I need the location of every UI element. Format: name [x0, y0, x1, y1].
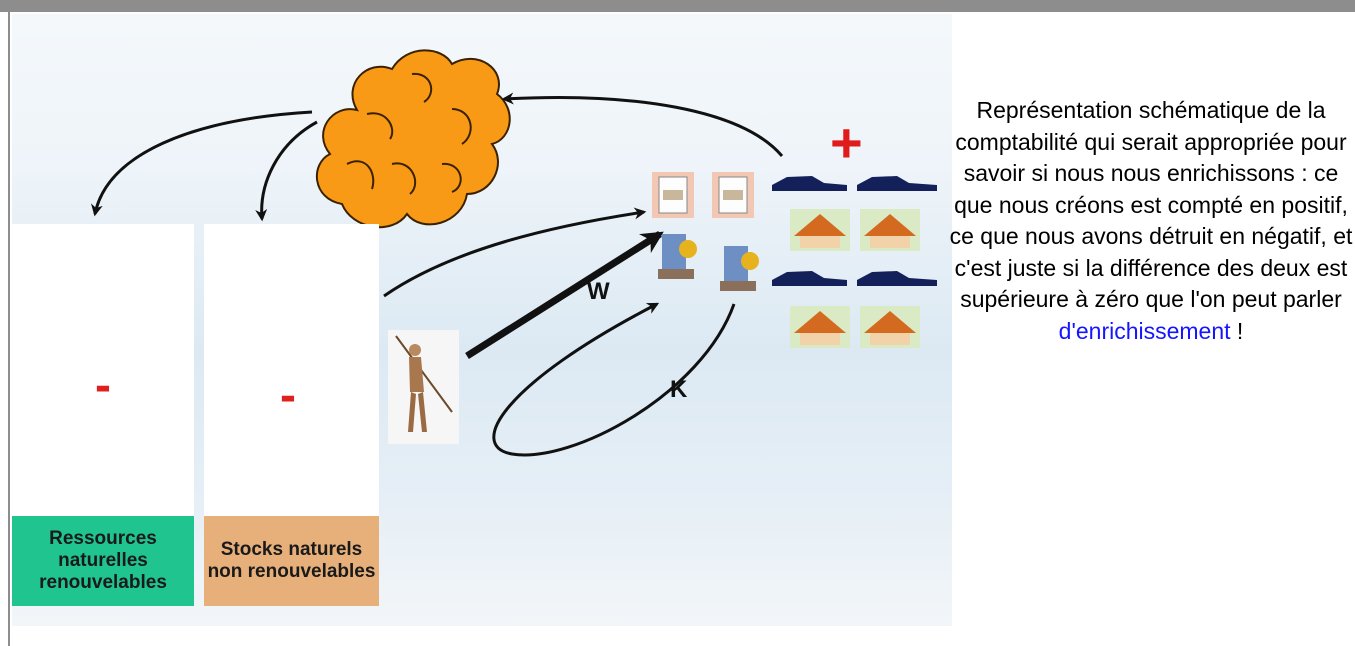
accounting-diagram: Ressources naturelles renouvelables - St…: [12, 14, 952, 626]
human-figure: [388, 330, 459, 444]
pollution-cloud: [315, 49, 511, 229]
document-icon: [652, 172, 694, 218]
renewables-box: [12, 224, 194, 516]
goods-to-cloud-arrow: [501, 92, 784, 157]
work-arrow: [465, 231, 664, 359]
left-border: [8, 12, 10, 646]
diagram-drawing: [91, 49, 937, 457]
enrichment-link[interactable]: d'enrichissement: [1058, 317, 1231, 344]
stocks-minus: -: [280, 369, 296, 422]
car-icon: [857, 271, 937, 286]
machine-icon: [720, 246, 759, 291]
stocks-box: [204, 224, 379, 516]
stocks-label: Stocks naturels non renouvelables: [204, 516, 379, 606]
renewables-label: Ressources naturelles renouvelables: [12, 516, 194, 606]
document-icon: [712, 172, 754, 218]
stocks-to-production-arrow: [383, 207, 647, 298]
cloud-to-renewables-arrow: [91, 110, 313, 217]
plus-sign: +: [830, 111, 863, 174]
house-icon: [860, 306, 920, 348]
car-icon: [772, 271, 847, 286]
work-letter: W: [587, 278, 610, 305]
house-icon: [860, 209, 920, 251]
caption: Représentation schématique de la comptab…: [947, 95, 1355, 347]
car-icon: [857, 176, 937, 191]
capital-loop-arrow: [492, 302, 736, 457]
car-icon: [772, 176, 847, 191]
top-border: [0, 0, 1355, 12]
renewables-minus: -: [95, 359, 111, 412]
cloud-to-stocks-arrow: [255, 120, 318, 222]
machine-icon: [658, 234, 697, 279]
capital-letter: K: [670, 376, 688, 403]
caption-tail: !: [1230, 317, 1244, 344]
house-icon: [790, 209, 850, 251]
house-icon: [790, 306, 850, 348]
caption-text: Représentation schématique de la comptab…: [949, 97, 1353, 312]
